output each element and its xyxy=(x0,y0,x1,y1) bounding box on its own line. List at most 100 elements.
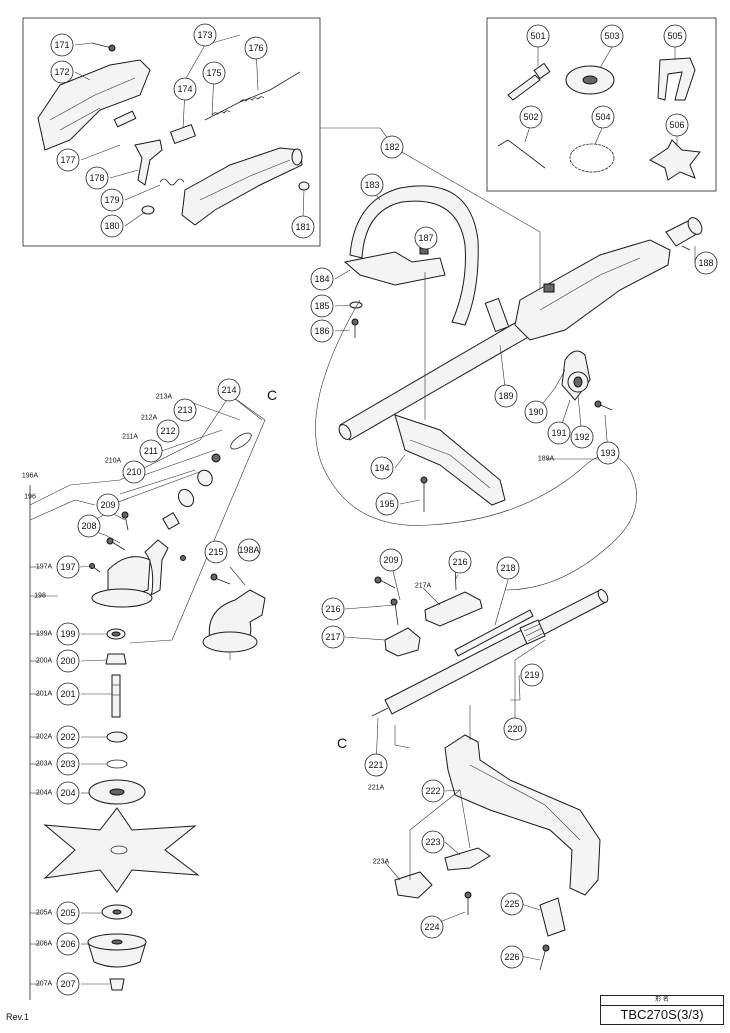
hex-key xyxy=(497,139,546,169)
callout-c215: 215 xyxy=(208,547,223,557)
callout-circle-c213 xyxy=(173,398,197,422)
callout-c504: 504 xyxy=(595,112,610,122)
callout-c192: 192 xyxy=(574,432,589,442)
callout-c203a: 203A xyxy=(36,761,53,768)
callout-circle-c503 xyxy=(600,24,624,48)
callout-c213: 213 xyxy=(177,405,192,415)
model-number: TBC270S(3/3) xyxy=(620,1007,704,1022)
callout-c188: 188 xyxy=(698,258,713,268)
callout-c505: 505 xyxy=(667,31,682,41)
hanger-225 xyxy=(539,897,566,937)
callout-circle-c222 xyxy=(421,779,445,803)
callout-c503: 503 xyxy=(604,31,619,41)
callout-c216b: 216 xyxy=(325,604,340,614)
connector-label-c-left: C xyxy=(337,735,347,751)
callout-c194: 194 xyxy=(374,463,389,473)
callout-circle-c208 xyxy=(77,514,101,538)
callout-c209b: 209 xyxy=(383,555,398,565)
drive-tube xyxy=(384,589,607,715)
callout-circle-c216 xyxy=(448,550,472,574)
callout-c174: 174 xyxy=(177,84,192,94)
callout-c501: 501 xyxy=(530,31,545,41)
callout-circle-c174 xyxy=(173,77,197,101)
callout-circle-c207 xyxy=(56,972,80,996)
callout-c204a: 204A xyxy=(36,790,53,797)
callout-circle-c223 xyxy=(421,830,445,854)
callout-circle-c171 xyxy=(50,33,74,57)
callout-c221: 221 xyxy=(368,760,383,770)
callout-circle-c226 xyxy=(500,945,524,969)
callout-circle-c172 xyxy=(50,60,74,84)
clamp-217a xyxy=(424,591,483,627)
callout-c203: 203 xyxy=(60,759,75,769)
callout-c220: 220 xyxy=(507,724,522,734)
callout-circle-c197 xyxy=(56,555,80,579)
callout-c196a: 196A xyxy=(22,473,39,480)
main-shaft xyxy=(339,319,531,441)
callout-c179: 179 xyxy=(104,195,119,205)
callout-circle-c224 xyxy=(420,915,444,939)
callout-c225: 225 xyxy=(504,899,519,909)
callout-c185: 185 xyxy=(314,301,329,311)
callout-circle-c218 xyxy=(496,556,520,580)
four-tooth-blade xyxy=(43,807,200,893)
callout-circle-c501 xyxy=(526,24,550,48)
box-wrench xyxy=(507,74,541,101)
callout-circle-c505 xyxy=(663,24,687,48)
callout-circle-c200 xyxy=(56,649,80,673)
callout-circle-c185 xyxy=(310,294,334,318)
connector-label-c-top: C xyxy=(267,387,277,403)
callout-c199a: 199A xyxy=(36,631,53,638)
callout-c198a: 198A xyxy=(238,545,259,555)
callout-circle-c214 xyxy=(217,378,241,402)
throttle-housing-left xyxy=(37,59,151,151)
callout-circle-c216b xyxy=(321,597,345,621)
callout-c206a: 206A xyxy=(36,941,53,948)
callout-circle-c225 xyxy=(500,892,524,916)
callout-c198: 198 xyxy=(34,593,46,600)
callout-circle-c204 xyxy=(56,781,80,805)
callout-circle-c194 xyxy=(370,456,394,480)
callout-c201a: 201A xyxy=(36,691,53,698)
inset-box-accessories xyxy=(486,17,717,192)
callout-circle-c209b xyxy=(379,548,403,572)
callout-circle-c195 xyxy=(375,492,399,516)
callout-circle-c210 xyxy=(122,460,146,484)
callout-c219: 219 xyxy=(524,670,539,680)
callout-circle-c176 xyxy=(244,36,268,60)
callout-c202: 202 xyxy=(60,732,75,742)
callout-circle-c205 xyxy=(56,901,80,925)
callout-c201: 201 xyxy=(60,689,75,699)
callout-circle-c188 xyxy=(694,251,718,275)
callout-c186: 186 xyxy=(314,326,329,336)
callout-c173: 173 xyxy=(197,30,212,40)
callout-c205: 205 xyxy=(60,908,75,918)
callout-c183: 183 xyxy=(364,180,379,190)
callout-circle-c178 xyxy=(85,166,109,190)
callout-c208: 208 xyxy=(81,521,96,531)
callout-c209: 209 xyxy=(100,500,115,510)
callout-c221a: 221A xyxy=(368,785,385,792)
callout-c204: 204 xyxy=(60,788,75,798)
callout-c217a: 217A xyxy=(415,583,432,590)
callout-c182: 182 xyxy=(384,142,399,152)
callout-circle-c173 xyxy=(193,23,217,47)
callout-c176: 176 xyxy=(248,43,263,53)
callout-c210a: 210A xyxy=(105,458,122,465)
throttle-lever xyxy=(134,139,163,186)
callout-c218: 218 xyxy=(500,563,515,573)
callout-c214: 214 xyxy=(221,385,236,395)
callout-c224: 224 xyxy=(424,922,439,932)
callout-c181: 181 xyxy=(295,222,310,232)
revision-label: Rev.1 xyxy=(6,1012,29,1022)
callout-c223: 223 xyxy=(425,837,440,847)
callout-c207: 207 xyxy=(60,979,75,989)
callout-c226: 226 xyxy=(504,952,519,962)
callout-c197a: 197A xyxy=(36,564,53,571)
callout-circle-c199 xyxy=(56,622,80,646)
callout-c187: 187 xyxy=(418,233,433,243)
callout-circle-c506 xyxy=(665,113,689,137)
callout-c175: 175 xyxy=(206,68,221,78)
callout-c178: 178 xyxy=(89,173,104,183)
callout-circle-c203 xyxy=(56,752,80,776)
